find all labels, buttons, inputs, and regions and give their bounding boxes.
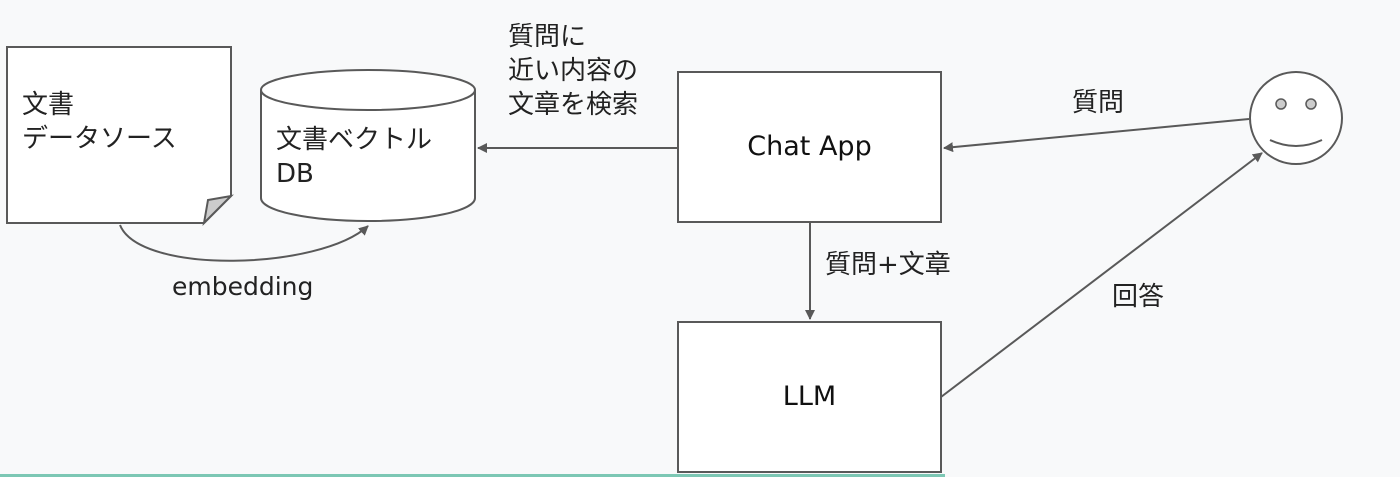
- llm-box: [677, 321, 942, 473]
- answer-arrow: [940, 152, 1263, 398]
- vector-db-label: 文書ベクトル DB: [276, 123, 432, 191]
- question-plus-text-label: 質問+文章: [825, 250, 951, 280]
- document-source-label-line1: 文書: [22, 90, 75, 120]
- embedding-arrow: [119, 224, 369, 262]
- vector-db-label-line2: DB: [276, 159, 314, 189]
- answer-label: 回答: [1112, 282, 1165, 312]
- search-label-line3: 文章を検索: [508, 90, 639, 120]
- search-label-line2: 近い内容の: [508, 56, 639, 86]
- vector-db-cylinder-top: [260, 69, 476, 111]
- chat-app-label: Chat App: [747, 131, 872, 162]
- search-label: 質問に 近い内容の 文章を検索: [508, 20, 638, 122]
- document-fold-icon: [202, 194, 234, 226]
- chat-app-box: [677, 71, 942, 223]
- bottom-accent-line: [0, 474, 945, 477]
- document-source-label: 文書 データソース: [22, 88, 177, 156]
- search-label-line1: 質問に: [508, 22, 587, 52]
- user-smiley-icon: [1249, 71, 1343, 165]
- question-label: 質問: [1072, 88, 1125, 118]
- embedding-label: embedding: [172, 272, 314, 301]
- llm-label: LLM: [782, 381, 837, 412]
- question-arrow: [943, 118, 1250, 153]
- vector-db-label-line1: 文書ベクトル: [276, 125, 433, 155]
- vector-db-cylinder: [260, 90, 476, 222]
- document-source-label-line2: データソース: [22, 124, 177, 154]
